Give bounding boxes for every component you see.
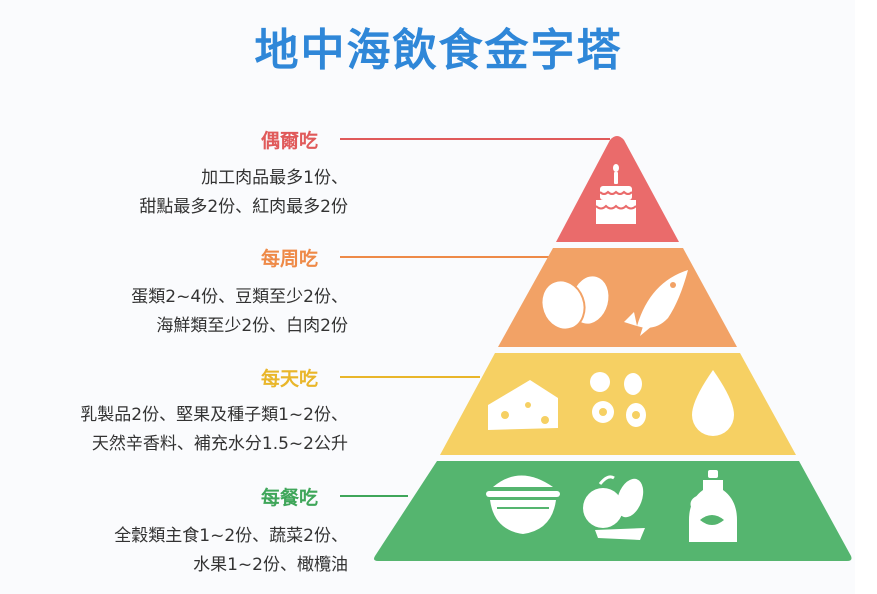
- page-title: 地中海飲食金字塔: [254, 25, 623, 76]
- water-drop-icon: [692, 370, 734, 436]
- cake-icon: [595, 164, 637, 224]
- tier-desc-occasional: 加工肉品最多1份、 甜點最多2份、紅肉最多2份: [139, 164, 348, 222]
- tier-label-every-meal: 每餐吃: [261, 487, 319, 509]
- desc-line: 乳製品2份、堅果及種子類1~2份、: [80, 405, 348, 425]
- desc-line: 蛋類2~4份、豆類至少2份、: [131, 287, 348, 307]
- tier-desc-weekly: 蛋類2~4份、豆類至少2份、 海鮮類至少2份、白肉2份: [131, 283, 348, 341]
- fruit-vegetable-icon: [583, 475, 645, 540]
- eggs-icon: [540, 276, 609, 331]
- tier-weekly: [498, 248, 737, 347]
- desc-line: 海鮮類至少2份、白肉2份: [156, 316, 348, 336]
- tier-label-occasional: 偶爾吃: [261, 130, 319, 152]
- desc-line: 水果1~2份、橄欖油: [193, 555, 348, 575]
- tier-desc-every-meal: 全穀類主食1~2份、蔬菜2份、 水果1~2份、橄欖油: [114, 522, 348, 580]
- rice-bowl-icon: [486, 475, 560, 534]
- olive-oil-icon: [689, 470, 737, 542]
- nuts-icon: [590, 372, 646, 427]
- tier-label-daily: 每天吃: [261, 368, 319, 390]
- cheese-icon: [488, 380, 558, 430]
- desc-line: 加工肉品最多1份、: [201, 168, 348, 188]
- tier-desc-daily: 乳製品2份、堅果及種子類1~2份、 天然辛香料、補充水分1.5~2公升: [80, 401, 348, 459]
- desc-line: 甜點最多2份、紅肉最多2份: [139, 197, 348, 217]
- desc-line: 全穀類主食1~2份、蔬菜2份、: [114, 526, 348, 546]
- tier-label-weekly: 每周吃: [261, 248, 319, 270]
- fish-icon: [624, 270, 688, 336]
- desc-line: 天然辛香料、補充水分1.5~2公升: [91, 434, 348, 454]
